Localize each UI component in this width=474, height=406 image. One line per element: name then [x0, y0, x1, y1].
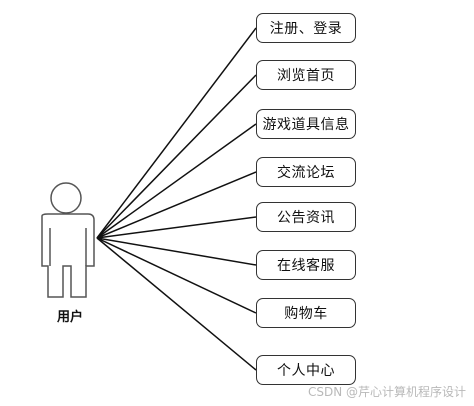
person-icon: [41, 182, 95, 298]
use-case-browse-home: 浏览首页: [256, 60, 356, 90]
use-case-shopping-cart: 购物车: [256, 298, 356, 328]
use-case-announcements: 公告资讯: [256, 202, 356, 232]
use-case-game-items: 游戏道具信息: [256, 109, 356, 139]
use-case-forum: 交流论坛: [256, 157, 356, 187]
use-case-online-service: 在线客服: [256, 250, 356, 280]
association-line-8: [96, 237, 257, 371]
association-line-6: [96, 237, 257, 266]
use-case-personal-center: 个人中心: [256, 355, 356, 385]
use-case-register-login: 注册、登录: [256, 13, 356, 43]
association-line-4: [96, 171, 257, 239]
association-line-3: [96, 123, 257, 239]
watermark: CSDN @芹心计算机程序设计: [307, 385, 466, 399]
association-line-5: [96, 216, 257, 239]
actor-label: 用户: [56, 310, 83, 325]
association-line-7: [96, 237, 257, 314]
association-line-1: [96, 27, 257, 239]
association-line-2: [96, 74, 257, 239]
